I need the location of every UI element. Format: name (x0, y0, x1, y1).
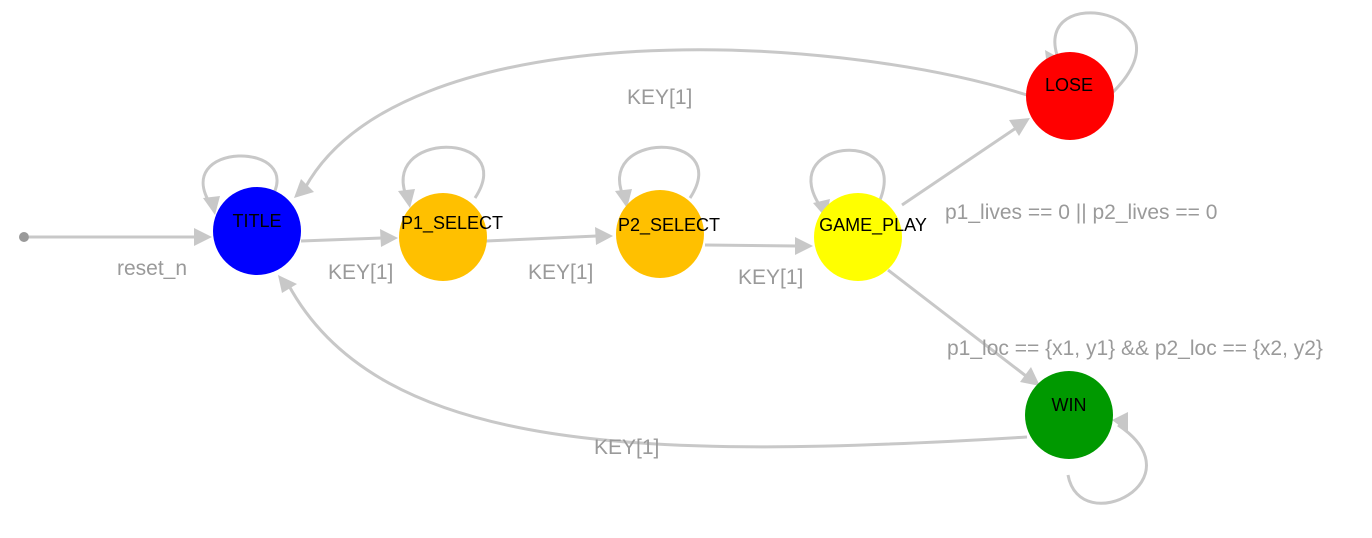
edge-win-to-title (286, 283, 1028, 449)
state-p2-select (616, 190, 704, 278)
edge-game-play-to-win (887, 268, 1027, 378)
edge-game-play-to-lose (901, 126, 1017, 207)
state-p1-select (399, 193, 487, 281)
state-title (213, 187, 301, 275)
state-game-play-label: GAME_PLAY (819, 215, 927, 236)
label-p1-to-p2-select: KEY[1] (528, 261, 593, 284)
state-game-play (814, 193, 902, 281)
arrow-p1-to-p2-select (595, 227, 613, 245)
label-p2-to-game-play: KEY[1] (738, 266, 803, 289)
edge-p1-to-p2-select (485, 234, 598, 243)
self-loop-p1-select (401, 145, 485, 201)
arrow-initial-to-title (194, 228, 212, 246)
arrow-self-loop-title (203, 196, 220, 215)
arrow-self-loop-p2-select (615, 189, 632, 208)
edge-lose-to-title (303, 48, 1028, 189)
state-lose-label: LOSE (1045, 75, 1093, 95)
label-title-to-p1-select: KEY[1] (328, 261, 393, 284)
label-game-play-to-win: p1_loc == {x1, y1} && p2_loc == {x2, y2} (947, 337, 1323, 360)
state-lose (1026, 52, 1114, 140)
arrow-self-loop-win (1112, 412, 1128, 432)
label-initial: reset_n (117, 257, 187, 280)
state-title-label: TITLE (232, 211, 281, 231)
self-loop-p2-select (618, 145, 700, 201)
state-p2-select-label: P2_SELECT (618, 215, 720, 236)
arrow-game-play-to-lose (1009, 118, 1030, 136)
state-win-label: WIN (1052, 395, 1087, 415)
self-loop-lose (1053, 11, 1138, 97)
self-loop-title (201, 154, 279, 209)
state-p1-select-label: P1_SELECT (401, 213, 503, 234)
arrow-game-play-to-win (1020, 367, 1040, 386)
state-win (1025, 371, 1113, 459)
initial-state-dot (19, 232, 29, 242)
label-lose-to-title: KEY[1] (627, 86, 692, 109)
self-loop-game-play (809, 148, 886, 211)
arrow-self-loop-p1-select (398, 189, 415, 208)
edge-title-to-p1-select (300, 236, 383, 243)
label-game-play-to-lose: p1_lives == 0 || p2_lives == 0 (945, 201, 1217, 224)
arrow-title-to-p1-select (380, 229, 398, 247)
arrow-lose-to-title (294, 179, 314, 198)
arrow-win-to-title (278, 275, 297, 293)
label-win-to-title: KEY[1] (594, 436, 659, 459)
edge-p2-to-game-play (704, 243, 798, 248)
self-loop-win (1066, 423, 1148, 505)
arrow-p2-to-game-play (795, 237, 813, 255)
